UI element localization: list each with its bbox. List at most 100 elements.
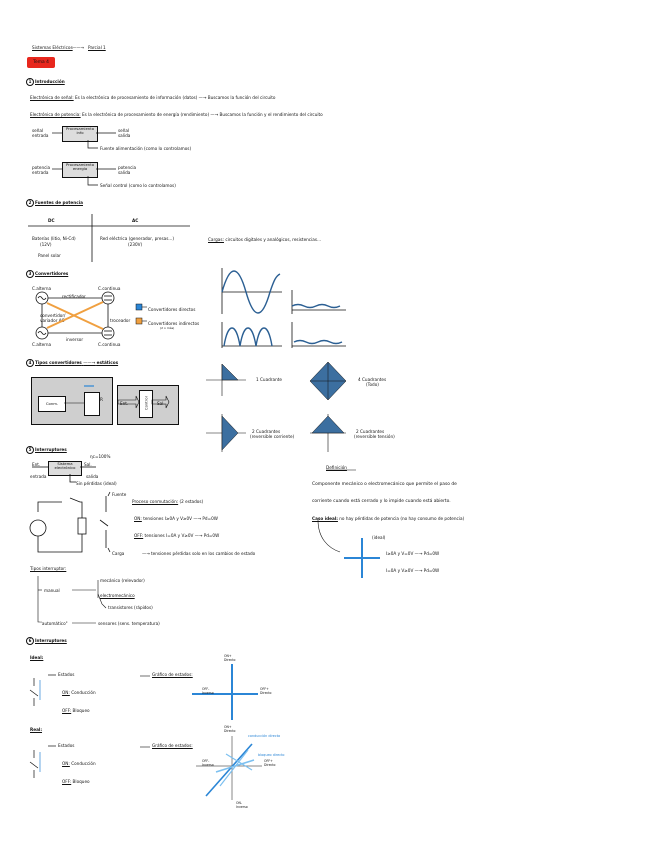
efficiency-label: ηc=100%	[90, 454, 111, 459]
salida-label: salida	[86, 474, 99, 479]
losses-line: —→ tensiones pérdidas solo en los cambio…	[142, 551, 256, 556]
switch-box	[84, 392, 100, 416]
losses-note: Sin pérdidas (ideal)	[76, 481, 117, 486]
q4-label: 4 Cuadrantes	[358, 377, 387, 382]
section-title: Tipos convertidores	[35, 360, 82, 365]
loads-line: Cargas: circuitos digitales y analógicos…	[208, 237, 321, 242]
ac-top-left: C.alterna	[32, 286, 52, 291]
section-title: Convertidores	[35, 271, 69, 276]
ideal-on-line: ON: Conducción	[62, 690, 96, 695]
loads-text: circuitos digitales y analógicos, resist…	[225, 237, 322, 242]
q2v-label: 2 Cuadrantes	[252, 429, 281, 434]
line-text: Es la electrónica de procesamiento de en…	[81, 112, 323, 117]
ideal-graph-title: Gráfico de estados:	[152, 672, 193, 677]
equation-1: I≥0A y V=0V —→ Pd=0W	[386, 551, 440, 556]
q1-label: 1 Cuadrante	[256, 377, 282, 382]
ac-header: AC	[132, 218, 139, 223]
real-axis-right: OFF+ Directo	[264, 759, 276, 767]
real-on-line: ON: Conducción	[62, 761, 96, 766]
sal-label: Sal.	[157, 401, 165, 406]
ideal-heading: Ideal:	[30, 655, 44, 660]
diagram2-note: Señal control (como lo controlamos)	[100, 183, 176, 188]
off-line: OFF: tensiones I=0A y V≥0V —→ Pd=0W	[134, 533, 219, 538]
direct-conduction-label: conducción directa	[248, 734, 281, 738]
direct-blocking-label: bloqueo directo	[258, 753, 285, 757]
ideal-graph-label: (ideal)	[372, 535, 386, 540]
line-lead: Electrónica de señal:	[30, 95, 74, 100]
section-title: Interruptores	[35, 638, 67, 643]
on-text: Conducción	[71, 690, 96, 695]
dc-header: DC	[48, 218, 55, 223]
real-graph-title: Gráfico de estados:	[152, 743, 193, 748]
diagram1-note: Fuente alimentación (como lo controlamos…	[100, 146, 192, 151]
box-label: Sistema electrónico	[54, 461, 76, 471]
exam-title: Parcial 1	[88, 45, 106, 50]
on-lead: ON:	[62, 761, 70, 766]
ent-label: Ent.	[120, 401, 129, 406]
real-states: Estados	[58, 743, 75, 748]
section-title: Fuentes de potencia	[35, 200, 83, 205]
section-number: 1	[26, 78, 34, 86]
source-label: Fuente	[112, 492, 127, 497]
legend-indirect-sub: (2 o más)	[160, 326, 175, 330]
box-label: Procesamiento info	[65, 126, 95, 136]
legend-direct: Convertidores directos	[148, 307, 196, 312]
ideal-states: Estados	[58, 672, 75, 677]
on-lead: ON:	[62, 690, 70, 695]
off-text: Bloqueo	[72, 708, 90, 713]
system-box: Sistema electrónico	[48, 461, 82, 476]
on-lead: ON:	[134, 516, 142, 521]
diagram2-input: potencia entrada	[32, 165, 51, 175]
on-text: tensiones I≥0A y V≥0V —→ Pd=0W	[143, 516, 218, 521]
power-electronics-line: Electrónica de potencia: Es la electróni…	[30, 112, 323, 117]
off-lead: OFF:	[134, 533, 144, 538]
arrow-separator: ——→	[72, 45, 84, 50]
section-title: Introducción	[35, 79, 65, 84]
type-auto: "automático"	[40, 621, 68, 626]
ac-item-sub: (230V)	[128, 242, 143, 247]
section-number: 3	[26, 270, 34, 278]
q2t-label: 2 Cuadrantes	[356, 429, 385, 434]
loads-lead: Cargas:	[208, 237, 224, 242]
off-lead: OFF:	[62, 779, 72, 784]
conm-box: Conm.	[38, 396, 66, 412]
ideal-axis-top: ON+ Directo	[224, 654, 236, 662]
topic-tag: Tema 4	[27, 57, 55, 68]
sal-label: Sal.	[84, 462, 92, 467]
process-text: (2 estados)	[179, 499, 204, 504]
off-text: Bloqueo	[72, 779, 90, 784]
section-number: 5	[26, 446, 34, 454]
r-label: R	[100, 397, 103, 402]
ac-bottom-left: C.alterna	[32, 342, 52, 347]
type-manual: manual	[44, 588, 60, 593]
dc-bottom-right: C.continua	[98, 342, 121, 347]
ideal-case-line: Caso ideal: no hay pérdidas de potencia …	[312, 516, 464, 521]
ideal-case-text: no hay pérdidas de potencia (no hay cons…	[339, 516, 465, 521]
definition-line-1: Componente mecánico o electromecánico qu…	[312, 482, 457, 487]
dc-top-right: C.continua	[98, 286, 121, 291]
diagram1-input: señal entrada	[32, 128, 49, 138]
chopper-label: troceador	[110, 318, 131, 323]
ent-label: Ent.	[32, 462, 41, 467]
load-label: Carga	[112, 551, 125, 556]
type-electromechanical: electromecánico	[100, 593, 135, 598]
dc-item-2: (12V)	[40, 242, 52, 247]
section-number: 4	[26, 359, 34, 367]
q4-sub: (Todo)	[366, 382, 379, 387]
dc-item-1: Baterías (litio, Ni-Cd)	[32, 236, 76, 241]
section-title: Interruptores	[35, 447, 67, 452]
real-axis-bottom: ON- Inverso	[236, 801, 248, 809]
ideal-off-line: OFF: Bloqueo	[62, 708, 90, 713]
on-line: ON: tensiones I≥0A y V≥0V —→ Pd=0W	[134, 516, 218, 521]
signal-electronics-line: Electrónica de señal: Es la electrónica …	[30, 95, 275, 100]
process-lead: Proceso conmutación:	[132, 499, 179, 504]
entrada-label: entrada	[30, 474, 47, 479]
